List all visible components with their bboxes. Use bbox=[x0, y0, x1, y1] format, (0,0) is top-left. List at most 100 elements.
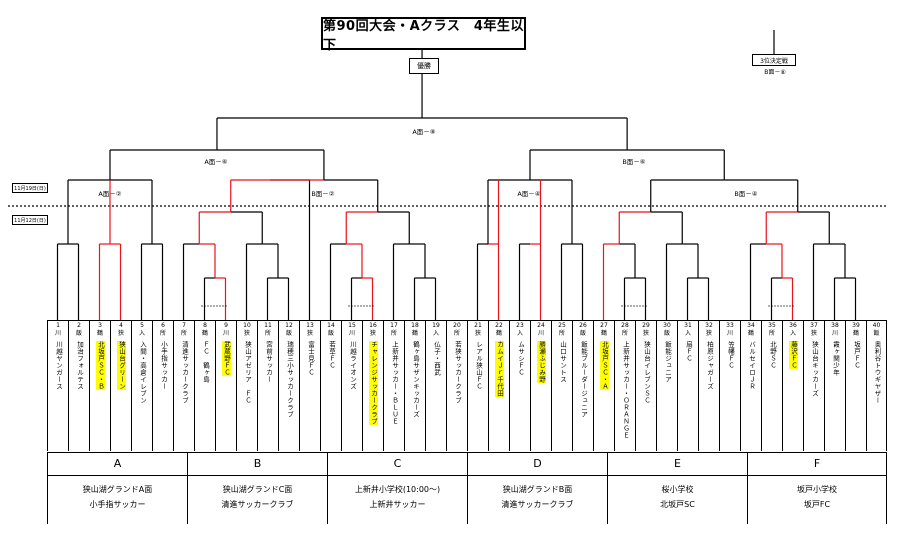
team-name: 加治フォルテス bbox=[75, 341, 84, 390]
team-number: 5 bbox=[140, 322, 144, 329]
team-name: 清進サッカークラブ bbox=[180, 341, 189, 404]
team-name: 鶴ヶ島サザンキッカーズ bbox=[411, 341, 420, 418]
team-name: 狭山台グリーン bbox=[116, 341, 126, 390]
date-label-round0: 11月12日(日) bbox=[12, 215, 48, 225]
team-name: ＦＣ 鶴ヶ島 bbox=[201, 341, 210, 383]
final-label: A面－⑧ bbox=[412, 128, 436, 136]
team-area: 入 bbox=[789, 330, 796, 337]
team-area: 入 bbox=[684, 330, 691, 337]
team-number: 1 bbox=[56, 322, 60, 329]
team-area: 所 bbox=[558, 330, 565, 337]
venue-location: 狭山湖グランドA面 bbox=[82, 485, 153, 494]
team-area: 所 bbox=[453, 330, 460, 337]
team-area: 狭 bbox=[705, 330, 712, 337]
team-name: 山口サントス bbox=[558, 341, 567, 383]
team-number: 28 bbox=[621, 322, 629, 329]
team-number: 7 bbox=[182, 322, 186, 329]
team-name: チャレンジサッカークラブ bbox=[368, 341, 378, 425]
team-name: 奥利谷トウギヤザー bbox=[873, 341, 881, 404]
team-name: 仏子・西武 bbox=[432, 341, 441, 376]
team-number: 29 bbox=[642, 322, 650, 329]
team-number: 6 bbox=[161, 322, 165, 329]
team-area: 鶴 bbox=[201, 330, 208, 337]
semifinal-right-label: B面－⑥ bbox=[622, 158, 646, 166]
team-number: 12 bbox=[285, 322, 293, 329]
team-name: バルセイロＪＲ bbox=[747, 341, 756, 390]
team-number: 26 bbox=[579, 322, 587, 329]
team-name: 狭山台イレブンＳＣ bbox=[642, 341, 651, 404]
team-number: 19 bbox=[432, 322, 440, 329]
page-title: 第90回大会・Aクラス 4年生以下 bbox=[321, 17, 526, 53]
team-number: 4 bbox=[119, 322, 123, 329]
team-name: 飯能ジュニア bbox=[663, 341, 672, 383]
team-area: 狭 bbox=[642, 330, 649, 337]
team-number: 35 bbox=[768, 322, 776, 329]
venue-host: 坂戸FC bbox=[803, 500, 831, 509]
team-number: 34 bbox=[747, 322, 755, 329]
team-area: 所 bbox=[180, 330, 187, 337]
venue-letter: E bbox=[608, 452, 747, 476]
team-number: 14 bbox=[327, 322, 335, 329]
team-name: 若草ＦＣ bbox=[327, 341, 336, 369]
team-area: 狭 bbox=[810, 330, 817, 337]
team-area: 狭 bbox=[117, 330, 124, 337]
team-name: 北坂戸ＳＣ・Ａ bbox=[599, 341, 609, 390]
team-name: 宮前サッカー bbox=[264, 341, 273, 383]
team-number: 37 bbox=[810, 322, 818, 329]
quarterfinal-label-3: A面－④ bbox=[517, 190, 541, 198]
team-number: 33 bbox=[726, 322, 734, 329]
team-area: 狭 bbox=[474, 330, 481, 337]
venue-host: 小手指サッカー bbox=[89, 500, 146, 509]
venue-letter: B bbox=[188, 452, 327, 476]
team-area: 鶴 bbox=[411, 330, 418, 337]
team-number: 9 bbox=[224, 322, 228, 329]
team-number: 8 bbox=[203, 322, 207, 329]
semifinal-left-label: A面－⑥ bbox=[204, 158, 228, 166]
team-area: 狭 bbox=[243, 330, 250, 337]
team-number: 10 bbox=[243, 322, 251, 329]
team-area: 川 bbox=[831, 330, 838, 337]
team-number: 32 bbox=[705, 322, 713, 329]
venue-location: 狭山湖グランドB面 bbox=[502, 485, 573, 494]
team-area: 入 bbox=[516, 330, 523, 337]
team-area: 鶴 bbox=[600, 330, 607, 337]
venue-location: 坂戸小学校 bbox=[797, 485, 837, 494]
third-place-box: 3位決定戦 bbox=[752, 54, 796, 66]
third-place-label: B面－⑧ bbox=[764, 69, 786, 76]
quarterfinal-label-4: B面－④ bbox=[734, 190, 758, 198]
team-number: 15 bbox=[348, 322, 356, 329]
team-area: 飯 bbox=[285, 330, 292, 337]
date-label-round1: 11月19日(日) bbox=[12, 183, 48, 193]
team-area: 飯 bbox=[663, 330, 670, 337]
team-name: 武蔵野ＦＣ bbox=[221, 341, 231, 376]
team-name: 藤沢ＦＣ bbox=[788, 341, 798, 369]
team-name: レアル狭山ＦＣ bbox=[474, 341, 483, 390]
team-name: 勝瀬ふじみ野 bbox=[536, 341, 546, 383]
team-number: 39 bbox=[852, 322, 860, 329]
